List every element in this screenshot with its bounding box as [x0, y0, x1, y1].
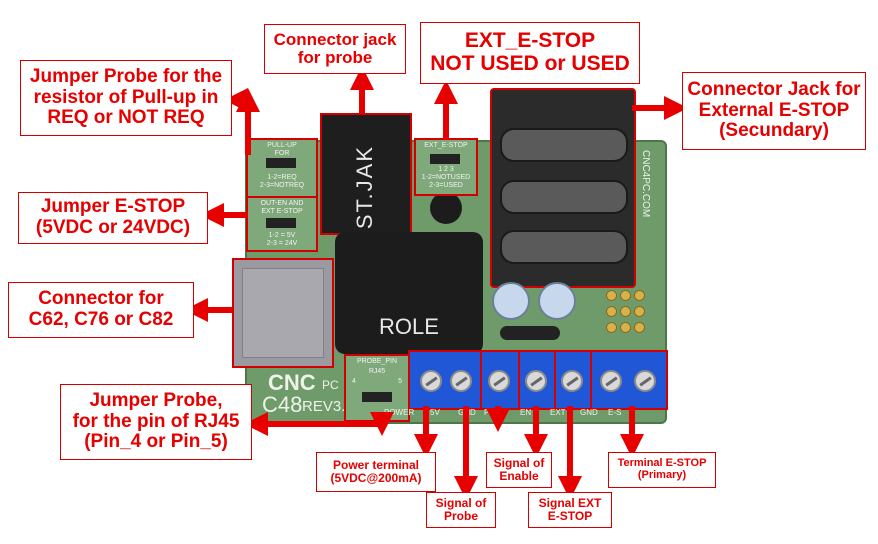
terminal-screw[interactable]: [525, 370, 547, 392]
estop-options: 1-2 = 5V 2-3 = 24V: [266, 232, 298, 247]
terminal-label: EN: [520, 408, 532, 417]
jumper-pins: [430, 154, 460, 164]
callout-connector-jack-probe: Connector jack for probe: [264, 24, 406, 74]
terminal-screw[interactable]: [634, 370, 656, 392]
pullup-header: PULL-UP FOR: [267, 142, 297, 157]
terminal-screw[interactable]: [488, 370, 510, 392]
revision-label: REV3.: [302, 398, 346, 415]
terminal-label: EXT: [550, 408, 566, 417]
callout-signal-ext-estop: Signal EXT E-STOP: [528, 492, 612, 528]
ext-header: EXT_E-STOP: [424, 142, 468, 149]
probe-pin-sub: RJ45: [368, 368, 386, 375]
terminal-label: POWER: [384, 408, 415, 417]
header-pad: [606, 290, 617, 301]
callout-jumper-pullup: Jumper Probe for the resistor of Pull-up…: [20, 60, 232, 136]
terminal-screw[interactable]: [420, 370, 442, 392]
jack-ring: [500, 180, 628, 214]
jack-ring: [500, 230, 628, 264]
terminal-label: E-S: [608, 408, 622, 417]
terminal-screw[interactable]: [450, 370, 472, 392]
diode: [500, 326, 560, 340]
ext-pin-numbers: 1 2 3: [438, 166, 454, 173]
logo-cnc: CNC: [268, 370, 316, 395]
terminal-label: 5V: [430, 408, 440, 417]
pullup-options: 1-2=REQ 2-3=NOTREQ: [259, 174, 305, 189]
capacitor: [538, 282, 576, 320]
model-label: C48: [262, 392, 303, 417]
logo-pc: PC: [322, 378, 339, 392]
header-pad: [620, 290, 631, 301]
probe-pin-jumper: PROBE_PIN RJ45 4 5: [344, 354, 410, 422]
terminal-label: GND: [580, 408, 598, 417]
ext-options: 1-2=NOTUSED 2-3=USED: [421, 174, 471, 189]
header-pad: [634, 322, 645, 333]
pin-4-label: 4: [352, 378, 356, 385]
c62-connector: [232, 258, 334, 368]
probe-pin-header: PROBE_PIN: [356, 358, 398, 365]
jumper-pins: [266, 218, 296, 228]
terminal-block-ext-estop: [554, 350, 592, 410]
callout-jumper-probe-rj45: Jumper Probe, for the pin of RJ45 (Pin_4…: [60, 384, 252, 460]
jumper-pins: [362, 392, 392, 402]
relay-label: ROLE: [379, 314, 439, 339]
transistor: [430, 192, 462, 224]
callout-terminal-estop-primary: Terminal E-STOP (Primary): [608, 452, 716, 488]
capacitor: [492, 282, 530, 320]
callout-ext-estop: EXT_E-STOP NOT USED or USED: [420, 22, 640, 84]
external-estop-jack: [490, 88, 636, 288]
callout-power-terminal: Power terminal (5VDC@200mA): [316, 452, 436, 492]
header-pad: [634, 306, 645, 317]
relay: ROLE: [335, 232, 483, 354]
c62-connector-body: [242, 268, 324, 358]
header-pad: [606, 306, 617, 317]
ext-estop-jumper: EXT_E-STOP 1 2 3 1-2=NOTUSED 2-3=USED: [414, 138, 478, 196]
terminal-screw[interactable]: [600, 370, 622, 392]
jack-ring: [500, 128, 628, 162]
jumper-pins: [266, 158, 296, 168]
header-pad: [634, 290, 645, 301]
terminal-screw[interactable]: [561, 370, 583, 392]
header-pad: [620, 306, 631, 317]
probe-jack: ST.JAK: [320, 113, 412, 235]
estop-jumper: OUT-EN AND EXT E-STOP 1-2 = 5V 2-3 = 24V: [246, 196, 318, 252]
pin-5-label: 5: [398, 378, 402, 385]
pullup-jumper: PULL-UP FOR 1-2=REQ 2-3=NOTREQ: [246, 138, 318, 198]
callout-signal-enable: Signal of Enable: [486, 452, 552, 488]
callout-jumper-estop: Jumper E-STOP (5VDC or 24VDC): [18, 192, 208, 244]
header-pad: [620, 322, 631, 333]
estop-header: OUT-EN AND EXT E-STOP: [260, 200, 304, 215]
callout-signal-probe: Signal of Probe: [426, 492, 496, 528]
header-pad: [606, 322, 617, 333]
brand-silkscreen: CNC4PC.COM: [640, 150, 651, 218]
callout-connector-c62: Connector for C62, C76 or C82: [8, 282, 194, 338]
callout-connector-jack-external: Connector Jack for External E-STOP (Secu…: [682, 72, 866, 150]
